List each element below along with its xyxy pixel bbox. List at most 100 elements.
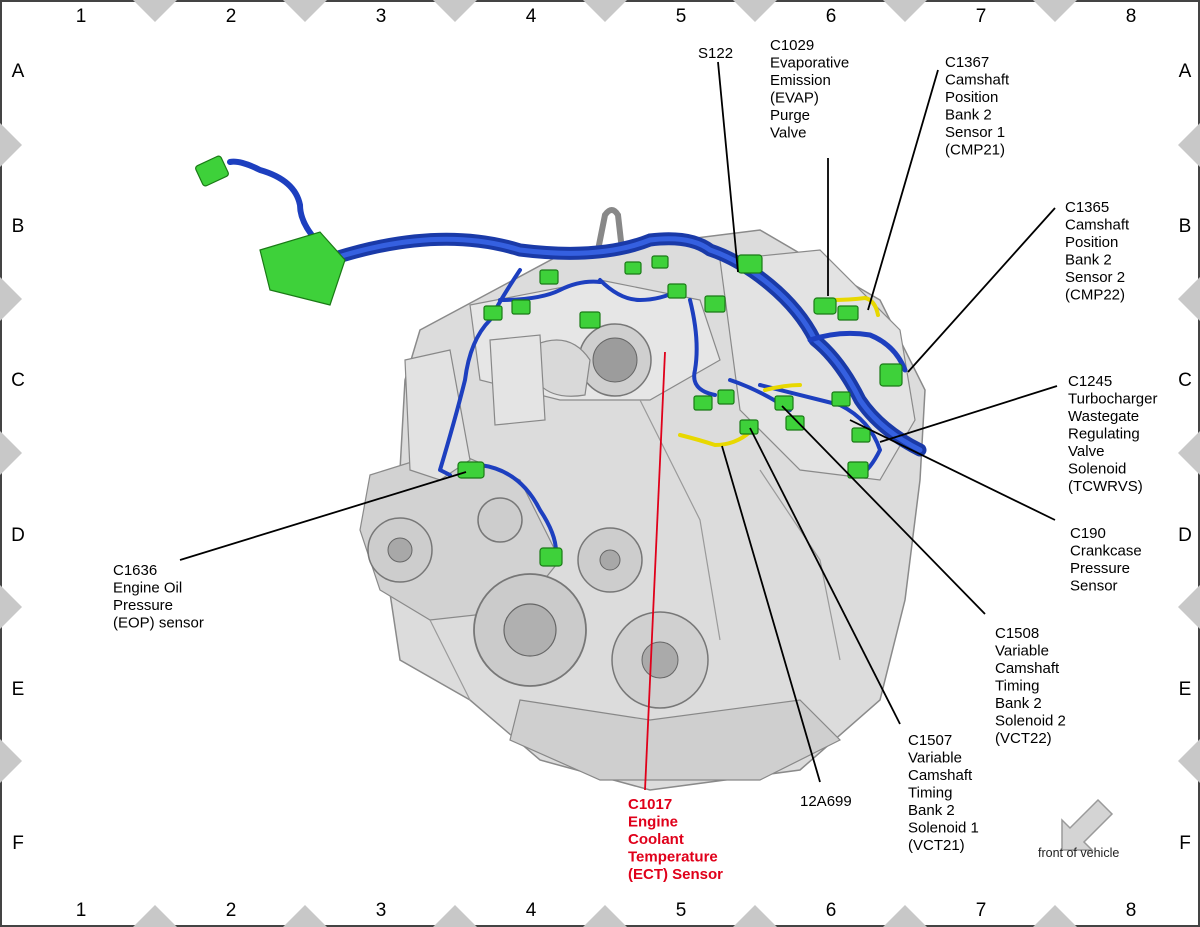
leader-c1508 <box>781 405 986 615</box>
grid-marker <box>883 905 927 927</box>
connector-small <box>624 261 642 275</box>
pulley-hub <box>387 537 413 563</box>
row-label: E <box>1179 679 1192 700</box>
connector-small <box>785 415 805 431</box>
grid-marker <box>883 0 927 22</box>
connector-c1367 <box>837 305 859 321</box>
grid-marker <box>133 0 177 22</box>
oil-cooler <box>404 349 471 481</box>
grid-marker <box>1178 431 1200 475</box>
connector-small <box>579 311 601 329</box>
leader-12a699 <box>721 445 821 783</box>
callout-c1636: C1636 Engine Oil Pressure (EOP) sensor <box>113 562 204 632</box>
leader-s122 <box>717 61 739 273</box>
arrow-shape <box>1061 798 1114 851</box>
oil-filler <box>489 334 546 426</box>
callout-c1029: C1029 Evaporative Emission (EVAP) Purge … <box>770 37 853 142</box>
grid-marker <box>433 905 477 927</box>
arrow-down-left-icon <box>1061 798 1114 851</box>
harness-branch-lower <box>478 463 558 562</box>
grid-marker <box>0 123 22 167</box>
grid-marker <box>583 0 627 22</box>
connector-small <box>651 255 669 269</box>
yellow-wire <box>678 430 752 448</box>
harness-main-highlight <box>332 236 923 453</box>
grid-marker <box>733 0 777 22</box>
harness-branch-ect <box>688 298 717 397</box>
grid-marker <box>1033 0 1077 22</box>
connector-small <box>539 269 559 285</box>
column-labels-bottom: 1 2 3 4 5 6 7 8 <box>76 900 1137 921</box>
connector-small <box>511 299 531 315</box>
oil-pan <box>509 699 842 781</box>
grid-marker <box>0 739 22 783</box>
grid-marker <box>733 905 777 927</box>
callout-12a699: 12A699 <box>800 793 852 810</box>
connector-c1017 <box>693 395 713 411</box>
callout-c190: C190 Crankcase Pressure Sensor <box>1070 525 1146 595</box>
col-label: 1 <box>76 900 87 921</box>
connector-c1365 <box>879 363 903 387</box>
engine-illustration <box>359 207 926 791</box>
connector-small <box>831 391 851 407</box>
grid-marker <box>1178 123 1200 167</box>
column-labels-top: 1 2 3 4 5 6 7 8 <box>76 6 1137 27</box>
connector-main <box>259 231 346 306</box>
connector-c190 <box>851 427 871 443</box>
harness-branch-cmp <box>807 330 908 373</box>
connectors <box>195 155 903 567</box>
row-label: D <box>1178 525 1192 546</box>
callout-s122: S122 <box>698 45 733 62</box>
row-label: B <box>1179 216 1192 237</box>
leader-c1507 <box>749 427 901 725</box>
leader-c1636 <box>179 471 467 561</box>
leader-c1367 <box>867 69 939 311</box>
leader-c1245 <box>879 385 1058 443</box>
row-label: E <box>12 679 25 700</box>
callout-c1507: C1507 Variable Camshaft Timing Bank 2 So… <box>908 732 983 854</box>
row-labels-right: A B C D E F <box>1178 61 1192 854</box>
turbo-inlet <box>534 339 591 397</box>
col-label: 8 <box>1126 6 1137 27</box>
connector-c1507 <box>739 419 759 435</box>
col-label: 7 <box>976 6 987 27</box>
connector-small <box>483 305 503 321</box>
row-label: B <box>12 216 25 237</box>
row-label: A <box>12 61 25 82</box>
harness-branch-left <box>227 158 338 261</box>
col-label: 2 <box>226 6 237 27</box>
col-label: 3 <box>376 6 387 27</box>
grid-marker <box>1178 585 1200 629</box>
connector-bulkhead <box>195 155 229 187</box>
col-label: 4 <box>526 6 537 27</box>
pulley-hub <box>599 549 621 571</box>
orientation-label: front of vehicle <box>1038 846 1119 860</box>
col-label: 7 <box>976 900 987 921</box>
connector-small <box>704 295 726 313</box>
pulley <box>477 497 523 543</box>
casting-edge <box>429 619 471 701</box>
grid-marker <box>1033 905 1077 927</box>
col-label: 5 <box>676 6 687 27</box>
yellow-wire <box>828 295 880 317</box>
row-label: F <box>1179 833 1191 854</box>
grid-marker <box>0 585 22 629</box>
col-label: 2 <box>226 900 237 921</box>
col-label: 4 <box>526 900 537 921</box>
connector-c1636 <box>457 461 485 479</box>
row-label: F <box>12 833 24 854</box>
connector-s122 <box>737 254 763 274</box>
col-label: 6 <box>826 6 837 27</box>
col-label: 1 <box>76 6 87 27</box>
grid-marker <box>283 905 327 927</box>
throttle-bore <box>592 337 638 383</box>
callout-c1508: C1508 Variable Camshaft Timing Bank 2 So… <box>995 625 1070 747</box>
grid-marker <box>1178 739 1200 783</box>
col-label: 6 <box>826 900 837 921</box>
row-label: A <box>1179 61 1192 82</box>
connector-c1508 <box>774 395 794 411</box>
col-label: 8 <box>1126 900 1137 921</box>
